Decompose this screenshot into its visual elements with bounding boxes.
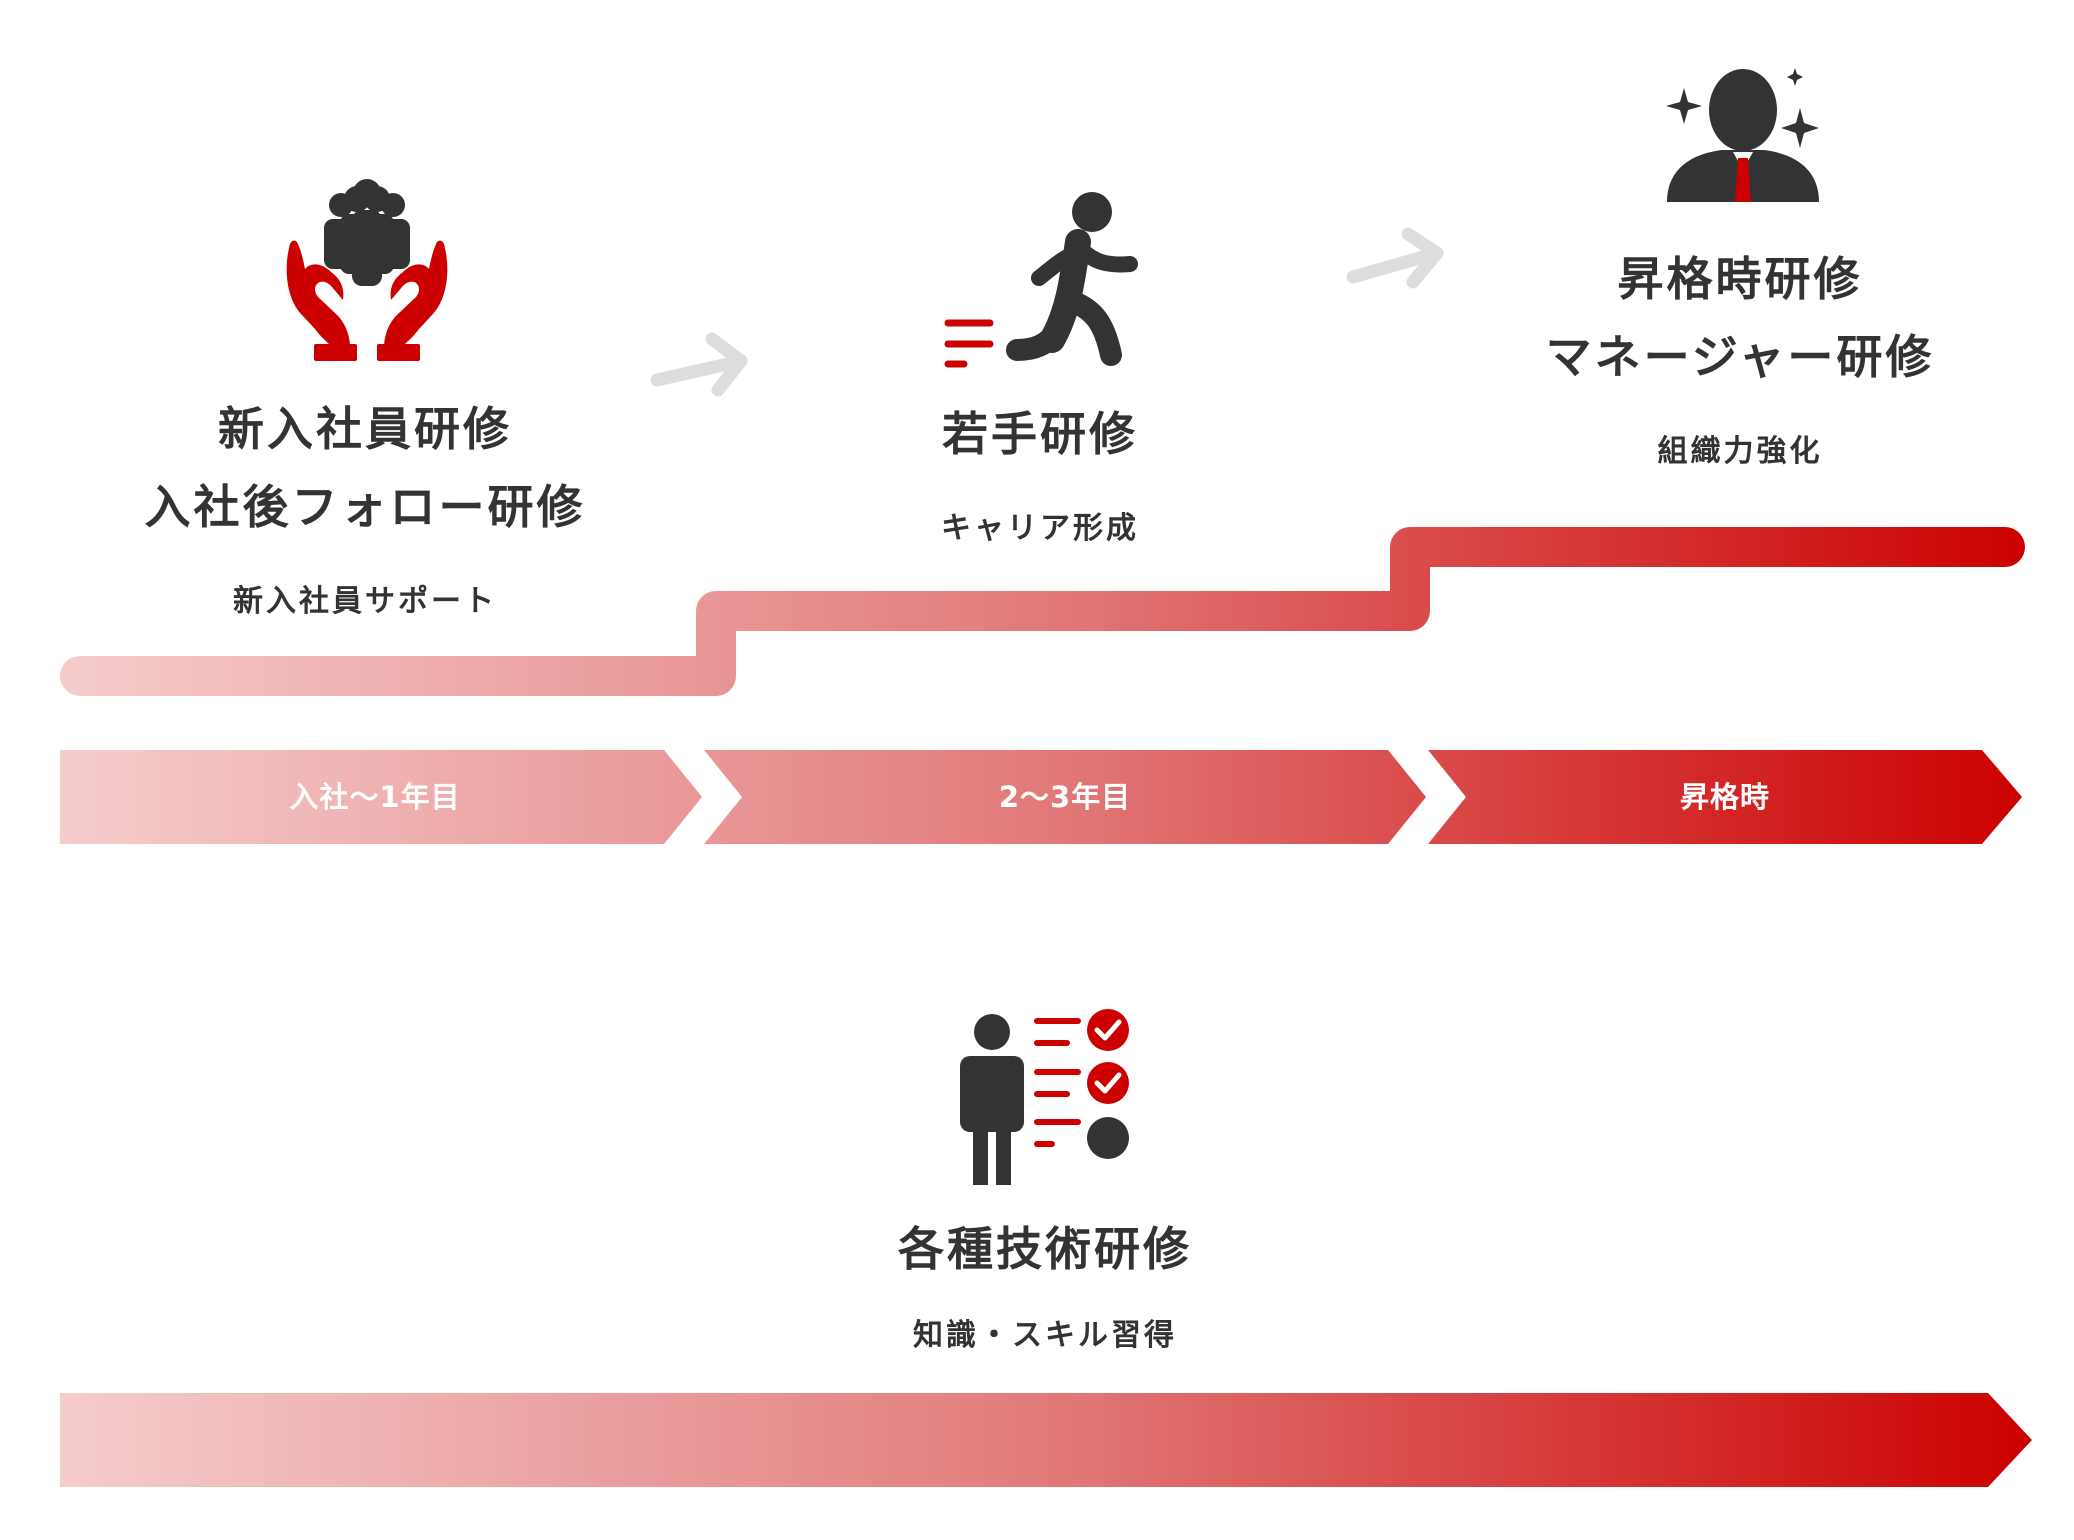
technical-subtitle: 知識・スキル習得 [913,1318,1177,1353]
stage-3-title-line-2: マネージャー研修 [1545,330,1935,384]
stage-1-block: 新入社員研修 入社後フォロー研修 新入社員サポート [100,390,630,622]
stage-3-block: 昇格時研修 マネージャー研修 組織力強化 [1500,240,1980,472]
businessman-sparkle-icon [1666,68,1819,202]
right-arrow-icon [1346,227,1444,289]
growth-staircase [60,527,2025,696]
stage-2-block: 若手研修 キャリア形成 [840,395,1240,549]
stage-1-title: 新入社員研修 [218,402,512,456]
stage-2-title: 若手研修 [942,407,1138,461]
right-arrow-icon [650,332,748,397]
stage-2-subtitle: キャリア形成 [941,511,1139,546]
period-label-1: 入社〜1年目 [289,780,461,814]
stage-1-title-line-2: 入社後フォロー研修 [144,480,586,534]
stage-1-subtitle: 新入社員サポート [233,584,497,619]
period-label-3: 昇格時 [1679,780,1770,814]
period-chevron-1 [60,750,702,844]
period-label-2: 2〜3年目 [998,780,1132,814]
person-checklist-icon [960,1009,1129,1185]
period-chevron-2 [704,750,1426,844]
period-chevron-3 [1428,750,2022,844]
technical-training-arrow [60,1393,2032,1487]
technical-block: 各種技術研修 知識・スキル習得 [795,1210,1295,1356]
technical-title: 各種技術研修 [898,1222,1192,1276]
stage-3-title: 昇格時研修 [1617,252,1863,306]
stage-3-subtitle: 組織力強化 [1657,434,1823,469]
running-person-icon [944,192,1138,368]
caring-hands-group-icon [286,179,448,361]
